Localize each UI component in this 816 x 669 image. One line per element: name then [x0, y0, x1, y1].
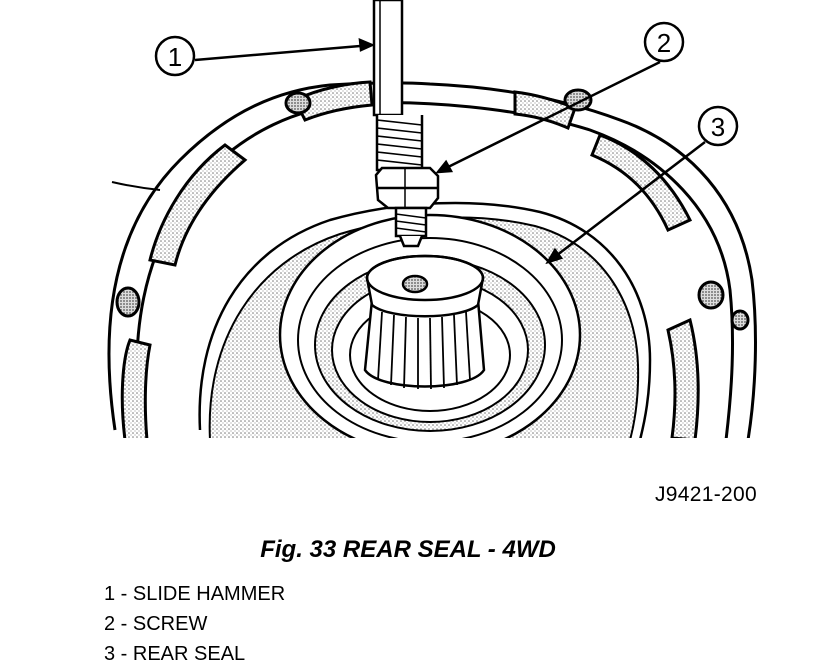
slide-hammer [372, 0, 440, 248]
legend-item: 3 - REAR SEAL [104, 643, 246, 665]
figure-id: J9421-200 [655, 483, 757, 506]
output-shaft-spline [363, 254, 486, 390]
callout-1: 1 [154, 35, 196, 77]
rear-seal-illustration: 1 2 3 [107, 0, 757, 438]
callout-3: 3 [697, 105, 739, 147]
callout-3-number: 3 [711, 112, 725, 142]
legend-list: 1 - SLIDE HAMMER 2 - SCREW 3 - REAR SEAL [104, 579, 285, 669]
legend-item: 2 - SCREW [104, 613, 208, 635]
callout-2-number: 2 [657, 28, 671, 58]
figure-caption: Fig. 33 REAR SEAL - 4WD [260, 536, 556, 563]
callout-leaders [194, 38, 706, 265]
legend-item: 1 - SLIDE HAMMER [104, 583, 286, 605]
callout-1-number: 1 [168, 42, 182, 72]
callout-2: 2 [643, 21, 685, 63]
